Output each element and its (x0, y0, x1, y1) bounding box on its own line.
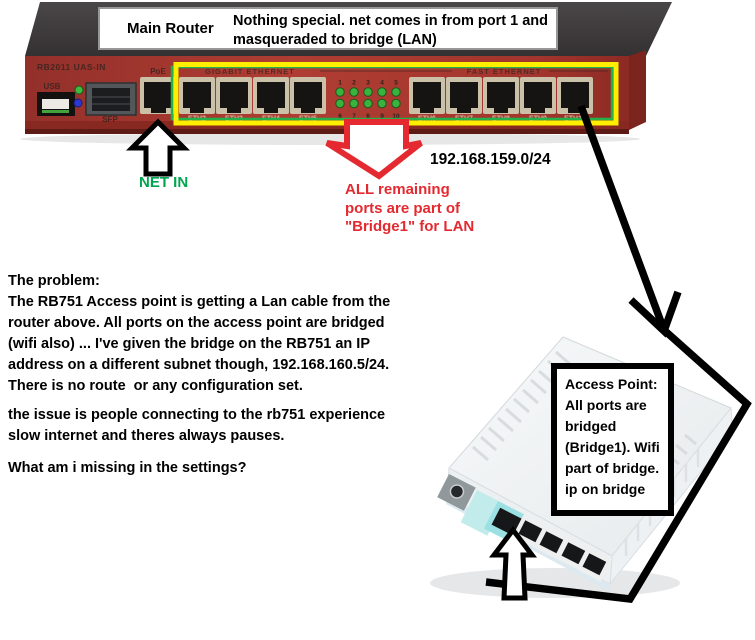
blue-led-indicator (73, 98, 83, 108)
ethernet-port-eth2 (179, 77, 215, 114)
router-bottom-edge (25, 129, 629, 134)
gigabit-ethernet-label: GIGABIT ETHERNET (205, 67, 295, 76)
usb-port (37, 92, 75, 116)
power-jack (437, 474, 476, 511)
green-led-indicator (74, 85, 84, 95)
led-number: 7 (352, 113, 356, 120)
callout-body: Nothing special. net comes in from port … (233, 13, 549, 48)
led-number: 2 (352, 80, 356, 87)
sfp-cage (85, 82, 137, 116)
fast-ethernet-label: FAST ETHERNET (467, 67, 542, 76)
ethernet-port-eth4 (253, 77, 289, 114)
ethernet-port-eth3 (216, 77, 252, 114)
poe-label: PoE (150, 67, 166, 76)
ethernet-port-eth1 (140, 77, 177, 114)
lan-subnet-label: 192.168.159.0/24 (430, 151, 551, 168)
sfp-label: SFP (102, 115, 118, 124)
ap-uplink-arrow-icon (488, 525, 538, 601)
net-in-label: NET IN (139, 174, 189, 191)
main-router-callout: Main Router Nothing special. net comes i… (98, 7, 558, 50)
ethernet-port-eth6 (409, 77, 445, 114)
ap-note-text: Access Point: All ports are bridged (Bri… (565, 376, 660, 497)
led-number: 9 (380, 113, 384, 120)
led-number: 8 (366, 113, 370, 120)
led-number: 1 (338, 80, 342, 87)
usb-label: USB (44, 82, 61, 91)
ap-note-box: Access Point: All ports are bridged (Bri… (551, 363, 674, 516)
led-number: 5 (394, 80, 398, 87)
led-number: 3 (366, 80, 370, 87)
problem-text: The problem: The RB751 Access point is g… (8, 273, 391, 394)
ethernet-port-eth5 (290, 77, 326, 114)
led-indicators (335, 87, 401, 109)
lan-cable-arrow-icon (485, 104, 752, 604)
ethernet-port-eth7 (446, 77, 482, 114)
router-model-label: RB2011 UAS-IN (37, 62, 106, 72)
net-in-arrow-icon (125, 118, 191, 177)
router-side-face (629, 50, 646, 130)
bridge-note: ALL remaining ports are part of "Bridge1… (345, 181, 475, 235)
issue-text: the issue is people connecting to the rb… (8, 407, 386, 444)
led-number: 4 (380, 80, 384, 87)
led-block: 1 2 3 4 5 6 7 8 9 10 (335, 80, 401, 120)
led-number: 10 (392, 113, 400, 120)
ethernet-ports (140, 77, 593, 114)
bridge-ports-arrow-icon (325, 119, 423, 180)
ethernet-port-eth10 (557, 77, 593, 114)
ap-ethernet-port-5 (576, 547, 613, 582)
callout-title: Main Router (127, 20, 214, 37)
ethernet-port-eth8 (483, 77, 519, 114)
led-number: 6 (338, 113, 342, 120)
question-text: What am i missing in the settings? (8, 460, 247, 476)
ethernet-port-eth9 (520, 77, 556, 114)
